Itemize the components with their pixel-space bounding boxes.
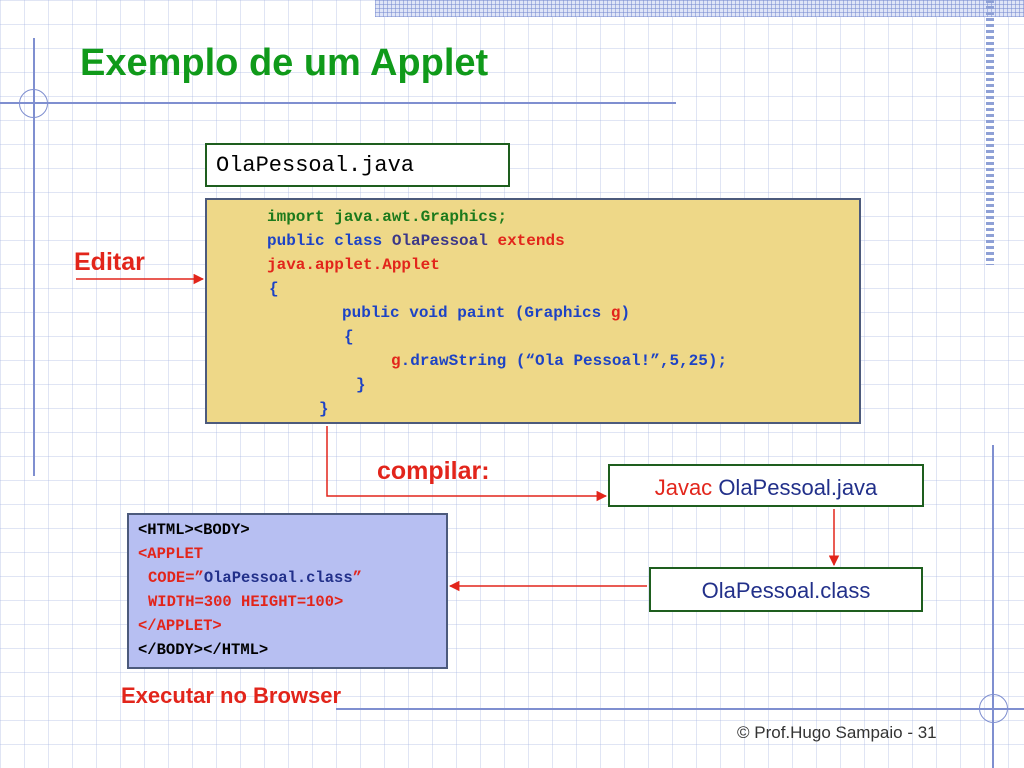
label-compilar: compilar: (377, 457, 490, 485)
html-code-box: <HTML><BODY> <APPLET CODE=”OlaPessoal.cl… (127, 513, 448, 669)
javac-file: OlaPessoal.java (718, 475, 878, 500)
code-paint-signature: public void paint (Graphics (342, 304, 602, 322)
html-line-open: <HTML><BODY> (138, 521, 250, 539)
class-file-box: OlaPessoal.class (649, 567, 923, 612)
slide-footer: © Prof.Hugo Sampaio - 31 (737, 723, 937, 742)
code-line-close-method: } (356, 376, 366, 394)
code-line-paint: public void paint (Graphics g) (342, 303, 630, 323)
code-line-drawstring: g.drawString (“Ola Pessoal!”,5,25); (391, 351, 727, 371)
decorative-circle-top (19, 89, 48, 118)
decorative-circle-bottom (979, 694, 1008, 723)
file-name-box: OlaPessoal.java (205, 143, 510, 187)
arrow-compile (326, 426, 608, 502)
code-keyword-extends: extends (497, 232, 565, 250)
slide-title: Exemplo de um Applet (80, 42, 489, 84)
html-line-applet: <APPLET (138, 545, 204, 563)
label-editar: Editar (74, 248, 145, 276)
title-rule (0, 102, 676, 104)
top-decorative-band (375, 0, 1024, 17)
code-line-import: import java.awt.Graphics; (267, 208, 508, 226)
code-param-g: g (610, 304, 621, 322)
left-rule (33, 38, 35, 476)
html-code-quote: ” (352, 569, 362, 587)
html-code-value: OlaPessoal.class (203, 569, 353, 587)
java-code-box: import java.awt.Graphics; public class O… (205, 198, 861, 424)
code-line-superclass: java.applet.Applet (267, 256, 440, 274)
code-line-class: public class OlaPessoal extends (267, 231, 565, 251)
html-line-close: </BODY></HTML> (138, 641, 269, 659)
html-code-attr: CODE=” (148, 569, 204, 587)
code-line-open-class: { (269, 280, 279, 298)
footer-rule (336, 708, 1024, 710)
javac-cmd: Javac (654, 475, 713, 500)
html-line-close-applet: </APPLET> (138, 617, 222, 635)
right-rule (992, 445, 994, 768)
code-line-close-class: } (319, 400, 329, 418)
html-line-code: CODE=”OlaPessoal.class” (148, 568, 362, 588)
code-line-open-method: { (344, 328, 354, 346)
code-keyword-public: public (267, 232, 325, 250)
decorative-chain (986, 0, 994, 265)
code-call-g: g (391, 352, 401, 370)
javac-command-box: Javac OlaPessoal.java (608, 464, 924, 507)
code-drawstring-call: .drawString (“Ola Pessoal!”,5,25); (400, 352, 728, 370)
label-executar: Executar no Browser (121, 683, 342, 708)
code-keyword-class: class (334, 232, 383, 250)
code-class-name: OlaPessoal (391, 232, 488, 250)
html-line-size: WIDTH=300 HEIGHT=100> (148, 593, 344, 611)
code-paint-close: ) (620, 304, 631, 322)
